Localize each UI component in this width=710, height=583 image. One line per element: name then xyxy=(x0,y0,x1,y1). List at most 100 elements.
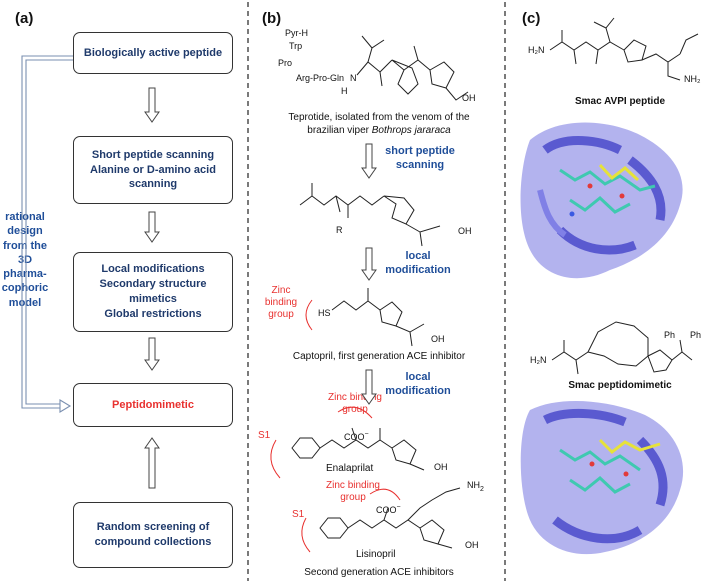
teprotide-caption-plain: brazilian viper xyxy=(307,125,372,136)
lis-coo-text: COO xyxy=(376,505,397,515)
box2-line2: Alanine or D-amino acid xyxy=(90,163,216,176)
captopril-caption: Captopril, first generation ACE inhibito… xyxy=(292,351,466,362)
enalaprilat-name: Enalaprilat xyxy=(326,463,374,474)
lisinopril-oh: OH xyxy=(465,540,479,550)
step-local-modification-1: local modification xyxy=(378,250,458,278)
box3-line3: mimetics xyxy=(129,293,177,305)
s1-label-2: S1 xyxy=(292,509,305,520)
box3-line1: Local modifications xyxy=(101,263,205,276)
avpi-nh2: NH₂ xyxy=(684,74,701,84)
lisinopril-structure xyxy=(319,487,461,549)
protein-structure-2 xyxy=(520,400,684,555)
lisinopril-nh2: NH2 xyxy=(467,480,484,493)
s1-arc-2 xyxy=(301,517,311,553)
zinc3-line2: group xyxy=(340,492,366,503)
box-bioactive-peptide-text: Biologically active peptide xyxy=(83,46,223,59)
zinc1-line1: Zinc xyxy=(271,285,291,296)
box-peptidomimetic: Peptidomimetic xyxy=(73,383,233,427)
teprotide-caption-line1: Teprotide, isolated from the venom of th… xyxy=(288,112,470,123)
zinc2-line2: group xyxy=(342,404,368,415)
zinc-arc-3 xyxy=(369,488,401,501)
box3-line2: Secondary structure xyxy=(99,278,207,291)
box-bioactive-peptide: Biologically active peptide xyxy=(73,32,233,74)
lisinopril-name: Lisinopril xyxy=(356,549,396,560)
panel-label-a: (a) xyxy=(15,10,34,27)
box2-line3: scanning xyxy=(128,178,178,191)
hollow-arrow-up xyxy=(144,437,160,489)
teprotide-caption: Teprotide, isolated from the venom of th… xyxy=(255,111,503,137)
box5-line2: compound collections xyxy=(94,536,212,548)
teprotide-caption-species: Bothrops jararaca xyxy=(371,125,451,136)
avpi-h2n: H₂N xyxy=(528,45,545,55)
note-line6: cophoric xyxy=(1,282,49,295)
teprotide-arg: Arg-Pro-Gln xyxy=(296,73,345,83)
teprotide-h: H xyxy=(341,86,348,96)
panel-label-c: (c) xyxy=(522,10,541,27)
step1-line1: short peptide xyxy=(385,145,455,157)
teprotide-structure xyxy=(356,35,469,101)
second-gen-caption: Second generation ACE inhibitors xyxy=(304,567,454,578)
captopril-structure xyxy=(331,288,425,347)
teprotide-oh: OH xyxy=(462,93,476,103)
tripeptide-structure xyxy=(299,183,441,247)
captopril-hs: HS xyxy=(318,308,331,318)
mimetic-ph2: Ph xyxy=(690,330,702,340)
zinc-binding-label-1: Zinc binding group xyxy=(256,285,306,321)
step2-line1: local xyxy=(405,250,431,262)
s1-arc-1 xyxy=(270,439,281,479)
avpi-structure xyxy=(549,17,699,81)
step3-line1: local xyxy=(405,371,431,383)
tripeptide-oh: OH xyxy=(458,226,472,236)
note-line3: from the xyxy=(3,239,47,252)
zinc1-line3: group xyxy=(268,309,294,320)
enalaprilat-oh: OH xyxy=(434,462,448,472)
hollow-arrow-2 xyxy=(144,211,160,243)
box-short-peptide-scanning: Short peptide scanning Alanine or D-amin… xyxy=(73,136,233,204)
step1-line2: scanning xyxy=(395,158,445,171)
step-short-peptide-scanning: short peptide scanning xyxy=(380,145,460,173)
captopril-oh: OH xyxy=(431,334,445,344)
zinc-binding-label-3: Zinc binding group xyxy=(318,480,388,504)
protein-structure-1 xyxy=(515,110,705,310)
zinc-arc-1 xyxy=(305,299,313,331)
tripeptide-r: R xyxy=(336,225,343,235)
box-random-screening: Random screening of compound collections xyxy=(73,502,233,568)
teprotide-n: N xyxy=(350,73,357,83)
panel-label-b: (b) xyxy=(262,10,282,27)
zinc1-line2: binding xyxy=(264,297,298,308)
hollow-arrow-1 xyxy=(144,87,160,123)
note-line5: pharma- xyxy=(3,268,47,281)
b-arrow-2 xyxy=(361,247,377,281)
mimetic-ph1: Ph xyxy=(664,330,676,340)
box3-line4: Global restrictions xyxy=(104,307,202,320)
teprotide-pro: Pro xyxy=(278,58,293,68)
lis-nh2-text: NH xyxy=(467,480,480,490)
zinc-arc-2 xyxy=(337,406,373,419)
note-line7: model xyxy=(8,296,42,309)
enalaprilat-structure xyxy=(291,427,425,471)
feedback-arrow xyxy=(21,55,73,413)
b-arrow-1 xyxy=(361,143,377,179)
zinc2-line1: Zinc binding xyxy=(328,392,382,403)
rational-design-note: rational design from the 3D pharma- coph… xyxy=(0,210,50,310)
mimetic-caption: Smac peptidomimetic xyxy=(568,380,672,391)
box2-line1: Short peptide scanning xyxy=(91,148,215,161)
step-local-modification-2: local modification xyxy=(378,371,458,399)
teprotide-caption-line2: brazilian viper Bothrops jararaca xyxy=(255,124,503,137)
b-arrow-3 xyxy=(361,369,377,405)
s1-label-1: S1 xyxy=(258,430,271,441)
enal-coo-text: COO xyxy=(344,432,365,442)
box-peptidomimetic-text: Peptidomimetic xyxy=(112,398,194,411)
step2-line2: modification xyxy=(385,263,451,276)
enalaprilat-coo: COO− xyxy=(344,431,369,442)
box5-line1: Random screening of xyxy=(96,521,210,534)
lisinopril-coo: COO− xyxy=(376,504,401,515)
teprotide-pyr: Pyr-H xyxy=(285,28,308,38)
mimetic-h2n: H₂N xyxy=(530,355,547,365)
note-line1: rational xyxy=(5,211,45,223)
zinc3-line1: Zinc binding xyxy=(326,480,380,491)
